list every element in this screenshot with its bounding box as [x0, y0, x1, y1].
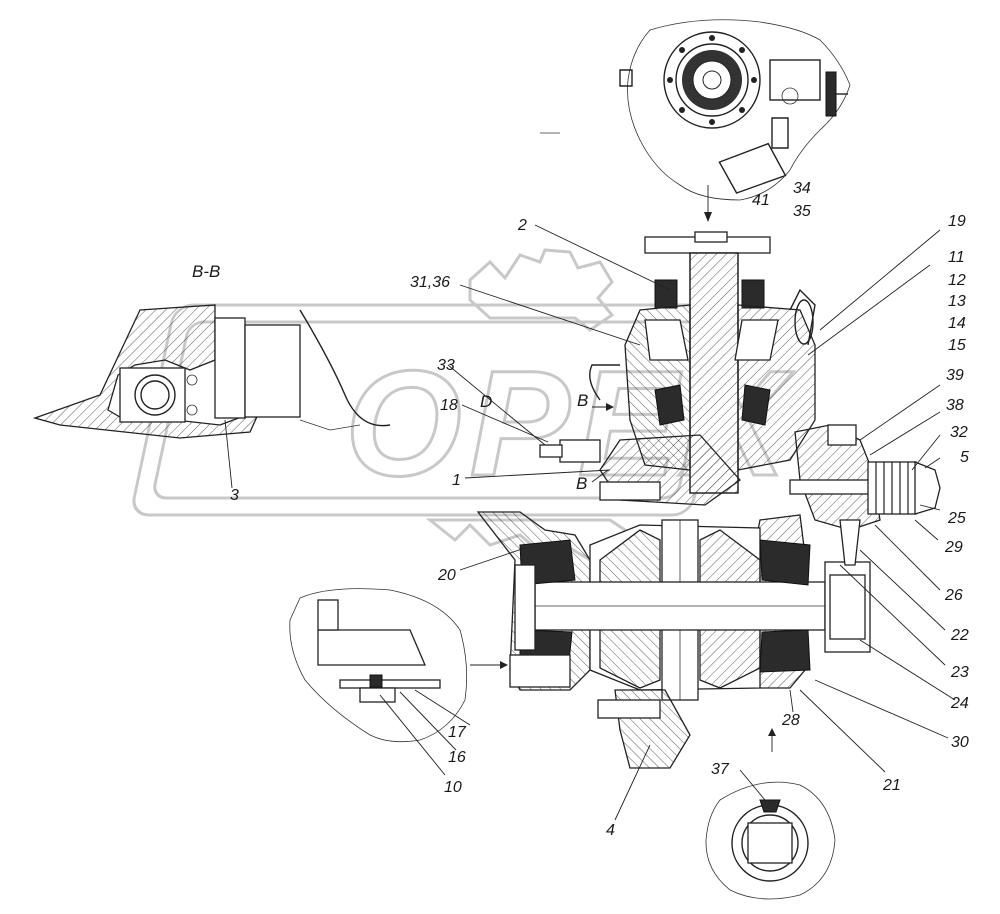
- view-marks: D B B: [480, 391, 614, 493]
- callout-29: 29: [944, 539, 963, 556]
- callout-11: 11: [948, 249, 965, 266]
- callout-37: 37: [711, 761, 730, 778]
- callout-39: 39: [946, 367, 964, 384]
- detail-bottom-spline: [705, 781, 836, 900]
- detail-bottom-left: [289, 588, 468, 743]
- callout-20: 20: [437, 567, 456, 584]
- view-mark-d: D: [480, 392, 492, 411]
- callout-4: 4: [606, 822, 615, 839]
- callout-12: 12: [948, 272, 966, 289]
- callout-30: 30: [951, 734, 969, 751]
- callout-28: 28: [781, 712, 800, 729]
- watermark-gear-icon: [468, 248, 615, 332]
- callout-21: 21: [882, 777, 901, 794]
- callout-32: 32: [950, 424, 968, 441]
- view-mark-b-upper: B: [577, 391, 588, 410]
- callout-1: 1: [452, 472, 461, 489]
- callout-23: 23: [950, 664, 969, 681]
- callout-14: 14: [948, 315, 966, 332]
- callout-13: 13: [948, 293, 966, 310]
- callout-17: 17: [448, 724, 467, 741]
- callout-24: 24: [950, 695, 969, 712]
- main-drive-assembly: [476, 231, 941, 769]
- callout-5: 5: [960, 449, 969, 466]
- section-label-b-b: B-B: [192, 262, 220, 281]
- leader-lines: [224, 224, 956, 821]
- callout-31-36: 31,36: [410, 274, 450, 291]
- callout-19: 19: [948, 213, 966, 230]
- callout-16: 16: [448, 749, 466, 766]
- view-mark-b-lower: B: [576, 474, 587, 493]
- view-arrows: [470, 661, 776, 752]
- callout-41: 41: [752, 192, 770, 209]
- view-arrow-top: [704, 185, 712, 222]
- top-view-flange: [540, 19, 851, 201]
- callout-26: 26: [944, 587, 963, 604]
- callout-2: 2: [517, 217, 527, 234]
- callout-15: 15: [948, 337, 966, 354]
- section-b-b-housing: [32, 304, 391, 439]
- callout-33: 33: [437, 357, 455, 374]
- callout-3: 3: [230, 487, 239, 504]
- callout-22: 22: [950, 627, 969, 644]
- callout-34: 34: [793, 180, 811, 197]
- callout-10: 10: [444, 779, 462, 796]
- callout-25: 25: [947, 510, 966, 527]
- callout-18: 18: [440, 397, 458, 414]
- callout-38: 38: [946, 397, 964, 414]
- callouts: B-B 41 34 35 2 19 11 12 13 14 15 31,36 3…: [192, 180, 969, 839]
- callout-35: 35: [793, 203, 811, 220]
